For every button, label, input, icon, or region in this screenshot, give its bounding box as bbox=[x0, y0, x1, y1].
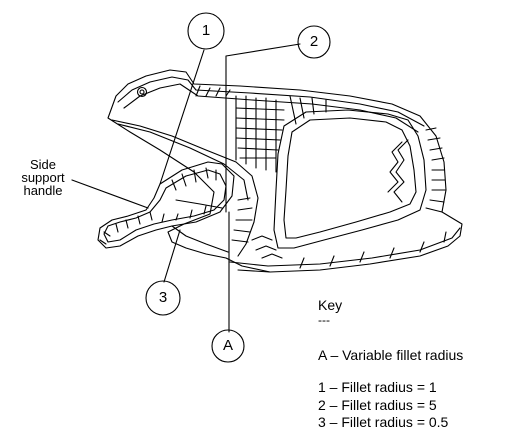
leader-1 bbox=[159, 49, 205, 185]
key-underline: --- bbox=[318, 313, 330, 327]
body-outline bbox=[107, 69, 463, 273]
key-item-2: 2 – Fillet radius = 5 bbox=[318, 397, 437, 413]
window-outer bbox=[273, 109, 427, 249]
callout-a-label: A bbox=[222, 337, 233, 354]
side-support-handle-label: Side support handle bbox=[21, 157, 65, 198]
side-support-handle bbox=[97, 161, 235, 249]
leader-2 bbox=[225, 43, 301, 213]
pivot-knob bbox=[136, 86, 148, 98]
callout-3-circle bbox=[145, 280, 181, 316]
leader-3 bbox=[163, 229, 181, 283]
callout-3-label: 3 bbox=[158, 289, 168, 306]
key-item-3: 3 – Fillet radius = 0.5 bbox=[318, 414, 449, 430]
window-inner bbox=[283, 117, 417, 239]
callout-1-label: 1 bbox=[201, 22, 211, 39]
top-rim bbox=[117, 76, 425, 127]
key-title: Key bbox=[318, 297, 343, 313]
key-item-1: 1 – Fillet radius = 1 bbox=[318, 379, 437, 395]
key-item-a: A – Variable fillet radius bbox=[318, 347, 464, 363]
leader-side bbox=[71, 179, 149, 209]
callout-1-circle bbox=[187, 12, 225, 50]
callout-2-circle bbox=[297, 25, 331, 59]
callout-2-label: 2 bbox=[309, 33, 319, 50]
callout-a-circle bbox=[211, 329, 245, 363]
